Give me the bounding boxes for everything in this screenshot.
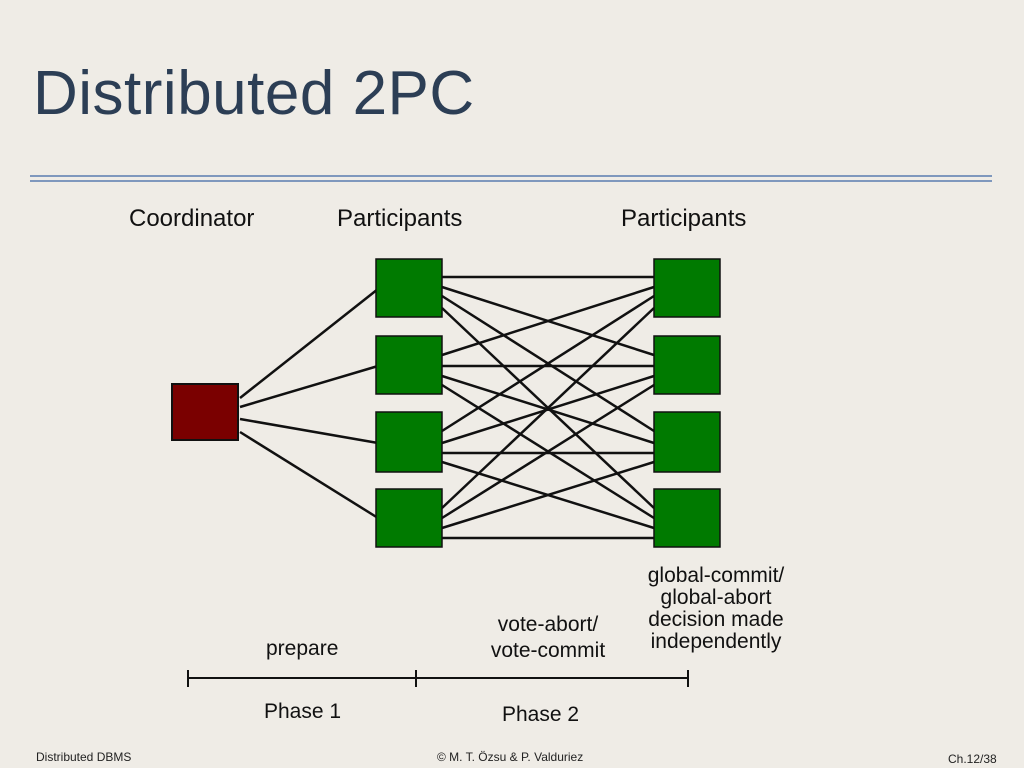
decision-label-line1: global-commit/	[647, 564, 785, 587]
footer-course: Distributed DBMS	[36, 750, 132, 764]
prepare-edge-3	[239, 417, 379, 445]
prepare-edges	[239, 288, 379, 520]
participant-node-p1-4	[375, 488, 443, 548]
participant-node-p2-1	[653, 258, 721, 318]
prepare-label: prepare	[266, 637, 339, 660]
prepare-edge-1	[239, 288, 379, 399]
phase1-label: Phase 1	[264, 700, 342, 723]
vote-label-line2: vote-commit	[490, 639, 606, 662]
title-rule-top	[30, 175, 992, 177]
participant-node-p1-3	[375, 411, 443, 473]
vote-label: vote-abort/ vote-commit	[480, 614, 616, 662]
participants-label-phase1: Participants	[337, 205, 463, 232]
title-rule-bottom	[30, 180, 992, 182]
participant-node-p2-3	[653, 411, 721, 473]
participant-node-p2-2	[653, 335, 721, 395]
prepare-edge-2	[239, 364, 379, 409]
participant-node-p2-4	[653, 488, 721, 548]
participant-node-p1-1	[375, 258, 443, 318]
participant-node-p1-2	[375, 335, 443, 395]
phase-timeline	[187, 670, 689, 687]
decision-label-line4: independently	[650, 630, 782, 653]
decision-label-line3: decision made	[648, 608, 784, 631]
participants-label-phase2: Participants	[621, 205, 747, 232]
footer-copyright: © M. T. Özsu & P. Valduriez	[437, 750, 584, 764]
decision-label: global-commit/ global-abort decision mad…	[628, 565, 804, 653]
vote-edges	[441, 275, 655, 540]
vote-label-line1: vote-abort/	[497, 613, 599, 636]
footer-page-number: Ch.12/38	[948, 752, 997, 766]
coordinator-label: Coordinator	[129, 205, 255, 232]
slide-title: Distributed 2PC	[33, 59, 475, 128]
decision-label-line2: global-abort	[660, 586, 772, 609]
coordinator-node	[171, 383, 239, 441]
phase2-label: Phase 2	[502, 703, 580, 726]
prepare-edge-4	[239, 430, 379, 520]
